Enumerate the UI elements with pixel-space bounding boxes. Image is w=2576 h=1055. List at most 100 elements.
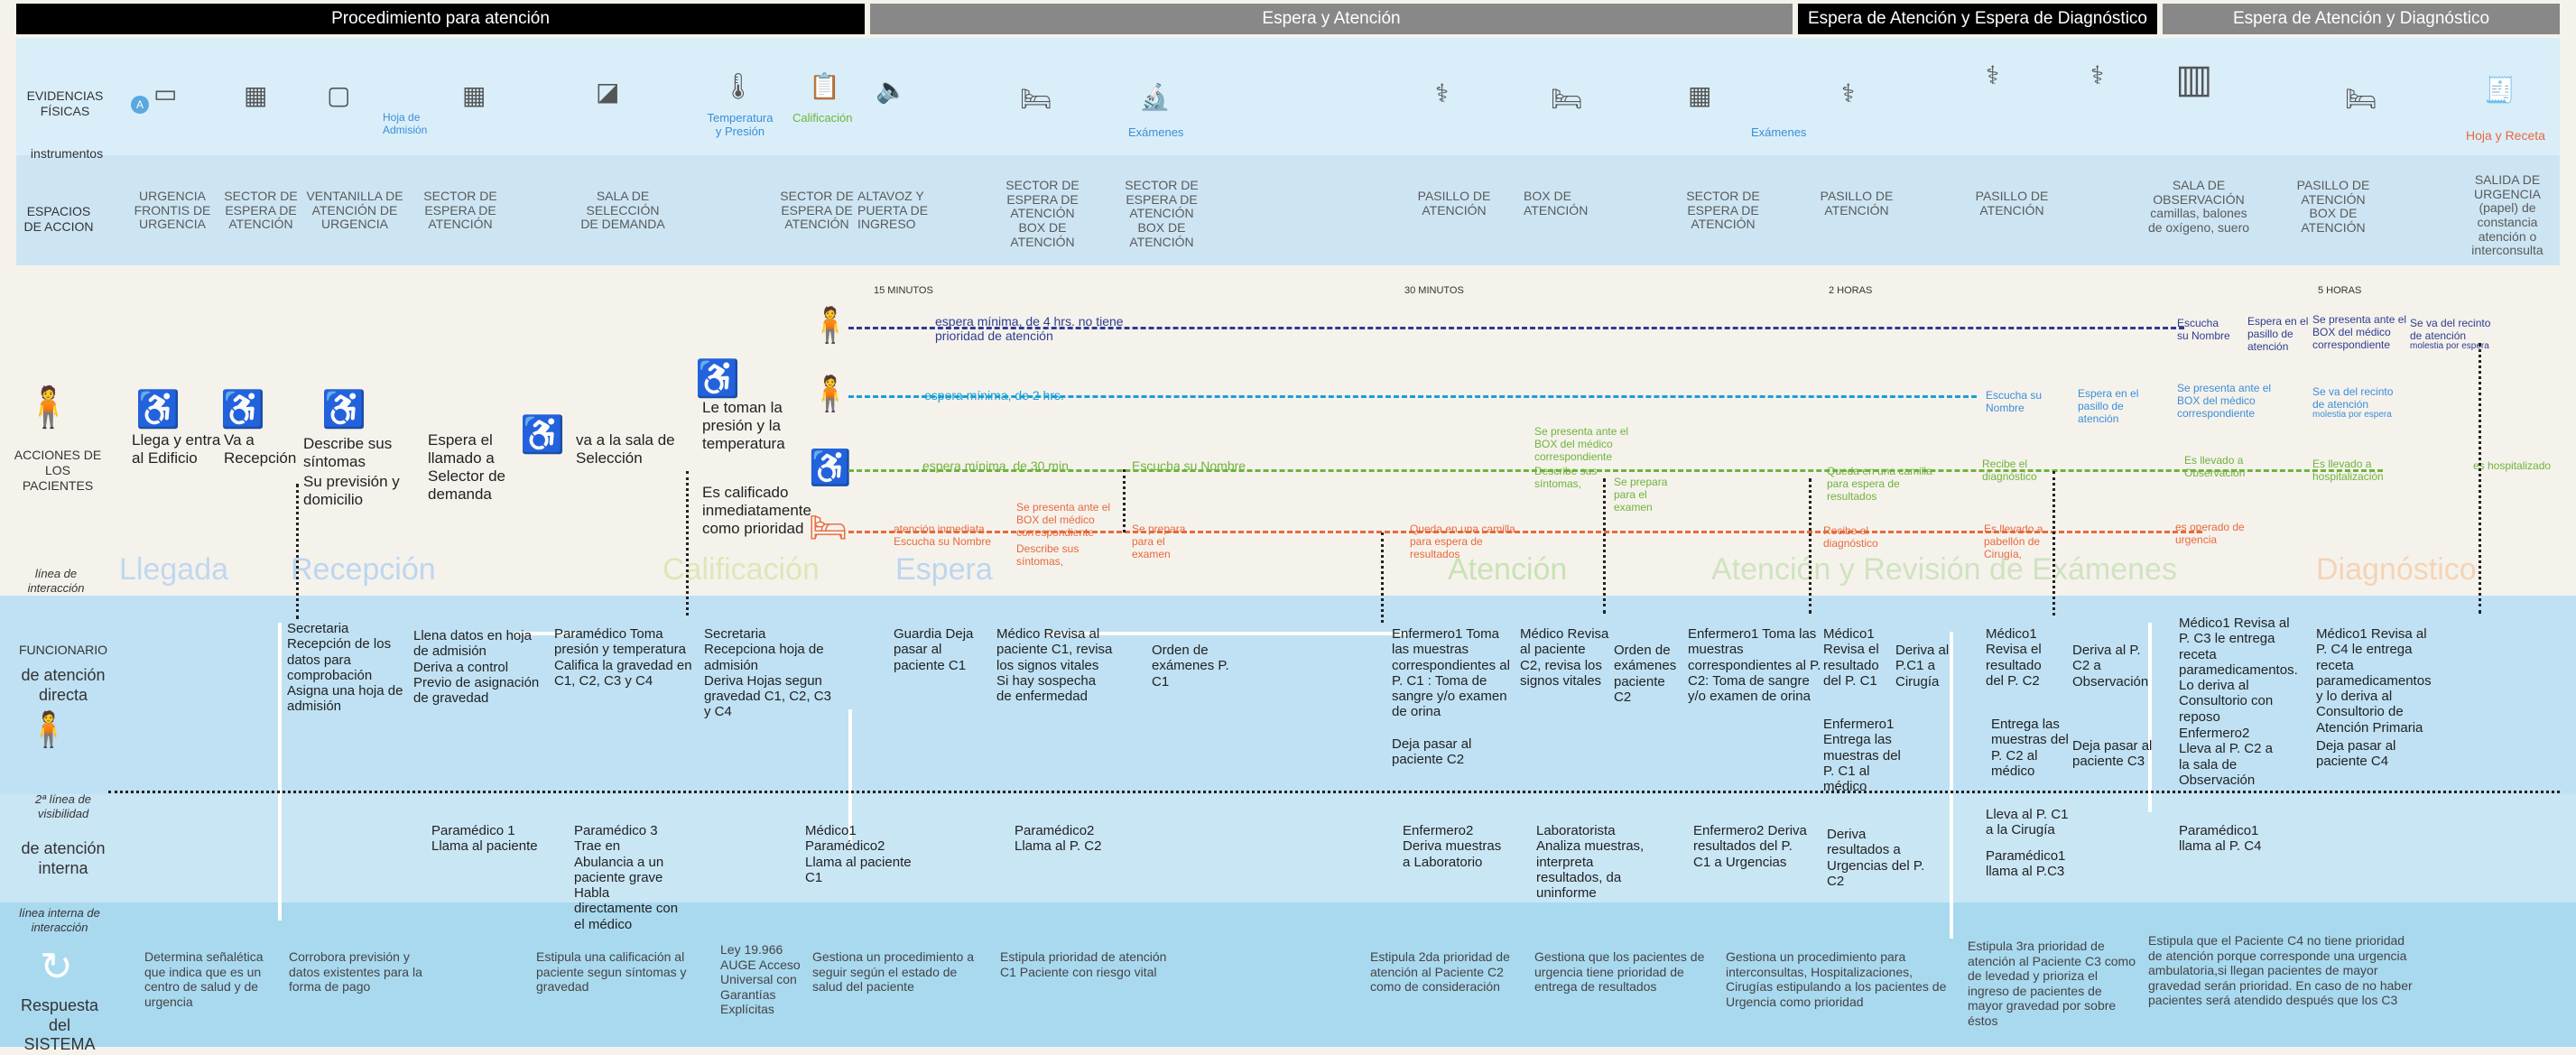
connector-white-5 bbox=[1950, 632, 1953, 939]
escucha-nombre-c3: Escucha su Nombre bbox=[1986, 389, 2043, 414]
space-espera-3: SECTOR DE ESPERA DE ATENCIÓN bbox=[780, 189, 854, 232]
staff-deriva-observacion: Deriva al P. C2 a Observación bbox=[2072, 643, 2149, 689]
wheelchair-icon-4: ♿ bbox=[520, 415, 565, 455]
iv-stand-icon-2: ⚕ bbox=[1841, 79, 1856, 107]
action-calificado: Es calificado inmediatamente como priori… bbox=[702, 484, 811, 538]
staff-medico-res-c2: Médico1 Revisa el resultado del P. C2 bbox=[1986, 626, 2042, 689]
row-label-instrumentos: instrumentos bbox=[30, 146, 104, 161]
wait-30min: espera mínima, de 30 min. bbox=[922, 458, 1072, 473]
space-espera-2: SECTOR DE ESPERA DE ATENCIÓN bbox=[423, 189, 497, 232]
presenta-box-c1: Se presenta ante el BOX del médico corre… bbox=[1016, 501, 1111, 539]
bed-icon: 🛏 bbox=[1020, 85, 1052, 113]
molestia-c3: molestia por espera bbox=[2312, 410, 2392, 420]
evidence-band bbox=[16, 38, 2560, 155]
space-box-1: BOX DE ATENCIÓN bbox=[1524, 189, 1589, 217]
lane-c4 bbox=[848, 327, 2184, 329]
seats-icon-3: ▦ bbox=[1688, 81, 1712, 109]
patient-c4-icon: 🧍 bbox=[809, 307, 852, 345]
evidence-examenes-2: Exámenes bbox=[1751, 125, 1807, 139]
describe-c2: Describe sus síntomas, bbox=[1534, 465, 1598, 490]
flow-line-2 bbox=[686, 471, 689, 615]
time-5h: 5 HORAS bbox=[2318, 285, 2362, 296]
flow-line-4 bbox=[1381, 532, 1384, 623]
connector-white-2 bbox=[514, 632, 578, 635]
row-label-funcionario: FUNCIONARIO bbox=[19, 643, 107, 657]
wheelchair-icon-2: ♿ bbox=[220, 390, 265, 430]
sys-estipula-calificacion: Estipula una calificación al paciente se… bbox=[536, 949, 687, 995]
prepara-examen-c1: Se prepara para el examen bbox=[1132, 523, 1186, 560]
staff-int-paramedico1-c3: Paramédico1 llama al P.C3 bbox=[1986, 848, 2066, 880]
space-observacion: SALA DE OBSERVACIÓN camillas, balones de… bbox=[2147, 178, 2250, 236]
action-espera-llamado: Espera el llamado a Selector de demanda bbox=[428, 431, 505, 504]
staff-deriva-cirugia: Deriva al P.C1 a Cirugía bbox=[1895, 643, 1950, 689]
marker-a-icon: A bbox=[131, 96, 149, 114]
spaces-band bbox=[16, 155, 2560, 265]
staff-int-deriva-res-c2: Deriva resultados a Urgencias del P. C2 bbox=[1827, 827, 1925, 889]
flow-line-6 bbox=[1809, 478, 1812, 614]
camilla-c2: Queda en una camilla para espera de resu… bbox=[1827, 465, 1932, 503]
space-espera-box-2: SECTOR DE ESPERA DE ATENCIÓN BOX DE ATEN… bbox=[1125, 178, 1199, 249]
staff-deja-c2: Deja pasar al paciente C2 bbox=[1392, 736, 1472, 768]
stage-atencion: Atención bbox=[1448, 552, 1568, 587]
staff-int-enfermero2: Enfermero2 Deriva muestras a Laboratorio bbox=[1403, 823, 1502, 870]
staff-llena-datos: Llena datos en hoja de admisión Deriva a… bbox=[413, 628, 540, 706]
row-label-acciones: ACCIONES DE LOS PACIENTES bbox=[14, 448, 102, 493]
receipt-icon: 🧾 bbox=[2484, 76, 2516, 104]
staff-int-paramedico1-c4: Paramédico1 llama al P. C4 bbox=[2179, 823, 2262, 855]
speaker-icon: 🔈 bbox=[876, 76, 907, 104]
flow-line-1 bbox=[296, 484, 299, 619]
action-recepcion: Va a Recepción bbox=[224, 431, 297, 467]
flow-line-8 bbox=[2479, 343, 2481, 614]
space-seleccion: SALA DE SELECCIÓN DE DEMANDA bbox=[580, 189, 665, 232]
llevado-cirugia: Es llevado a pabellón de Cirugía, bbox=[1984, 523, 2043, 560]
staff-int-lleva-cirugia: Lleva al P. C1 a la Cirugía bbox=[1986, 807, 2069, 838]
space-altavoz: ALTAVOZ Y PUERTA DE INGRESO bbox=[857, 189, 929, 232]
staff-secretaria-1: Secretaria Recepción de los datos para c… bbox=[287, 621, 403, 715]
presenta-box-c4: Se presenta ante el BOX del médico corre… bbox=[2312, 313, 2407, 351]
stage-revision: Atención y Revisión de Exámenes bbox=[1711, 552, 2177, 587]
stage-llegada: Llegada bbox=[119, 552, 229, 587]
lane-c2 bbox=[848, 469, 2383, 472]
connector-white-4 bbox=[1047, 632, 1408, 635]
sys-prioridad-c3: Estipula 3ra prioridad de atención al Pa… bbox=[1968, 939, 2136, 1028]
staff-int-enfermero2-res: Enfermero2 Deriva resultados del P. C1 a… bbox=[1693, 823, 1807, 870]
lane-c1 bbox=[848, 531, 2202, 533]
bed-icon-2: 🛏 bbox=[1551, 85, 1583, 113]
bed-icon-3: 🛏 bbox=[2345, 85, 2377, 113]
wheelchair-icon-1: ♿ bbox=[135, 390, 181, 430]
staff-medico-c4: Médico1 Revisa al P. C4 le entrega recet… bbox=[2316, 626, 2432, 736]
phase-header-3: Espera de Atención y Espera de Diagnósti… bbox=[1798, 4, 2157, 34]
molestia-c4: molestia por espera bbox=[2410, 341, 2489, 351]
direct-staff-band bbox=[0, 596, 2576, 794]
sys-ley-auge: Ley 19.966 AUGE Acceso Universal con Gar… bbox=[720, 942, 801, 1017]
sys-prioridad-c2: Estipula 2da prioridad de atención al Pa… bbox=[1370, 949, 1510, 995]
row-label-respuesta: Respuesta del SISTEMA bbox=[20, 996, 99, 1054]
staff-medico-c2: Médico Revisa al paciente C2, revisa los… bbox=[1520, 626, 1609, 689]
staff-guardia: Guardia Deja pasar al paciente C1 bbox=[894, 626, 974, 673]
iv-stand-icon-4: ⚕ bbox=[2090, 61, 2105, 89]
seats-icon: ▦ bbox=[244, 81, 268, 109]
prepara-examen-c2: Se prepara para el examen bbox=[1614, 476, 1668, 514]
staff-int-medico-c1: Médico1 Paramédico2 Llama al paciente C1 bbox=[805, 823, 912, 885]
clipboard-icon: 📋 bbox=[809, 72, 840, 100]
flow-line-5 bbox=[1603, 478, 1606, 614]
space-espera-4: SECTOR DE ESPERA DE ATENCIÓN bbox=[1686, 189, 1760, 232]
phase-header-2: Espera y Atención bbox=[870, 4, 1793, 34]
sys-senaletica: Determina señalética que indica que es u… bbox=[144, 949, 264, 1009]
staff-int-paramedico1: Paramédico 1 Llama al paciente bbox=[431, 823, 538, 855]
describe-c1: Describe sus síntomas, bbox=[1016, 542, 1080, 568]
space-pasillo-3: PASILLO DE ATENCIÓN bbox=[1975, 189, 2049, 217]
llevado-hospitalizacion: Es llevado a hospitalización bbox=[2312, 458, 2384, 483]
time-15min: 15 MINUTOS bbox=[874, 285, 933, 296]
desk-icon: ▭ bbox=[153, 79, 178, 107]
wait-4h: espera mínima, de 4 hrs. no tiene priori… bbox=[935, 314, 1124, 344]
staff-int-laboratorista: Laboratorista Analiza muestras, interpre… bbox=[1536, 823, 1645, 901]
space-frontis: URGENCIA FRONTIS DE URGENCIA bbox=[134, 189, 211, 232]
space-pasillo-1: PASILLO DE ATENCIÓN bbox=[1417, 189, 1491, 217]
observation-room-icon: ▥ bbox=[2175, 57, 2213, 101]
row-label-linea-visibilidad: 2ª línea de visibilidad bbox=[35, 792, 91, 820]
escucha-nombre-c2: Escucha su Nombre bbox=[1132, 458, 1246, 473]
visibility-line bbox=[108, 791, 2560, 793]
internal-staff-band bbox=[0, 794, 2576, 902]
connector-white-6 bbox=[2148, 623, 2152, 812]
